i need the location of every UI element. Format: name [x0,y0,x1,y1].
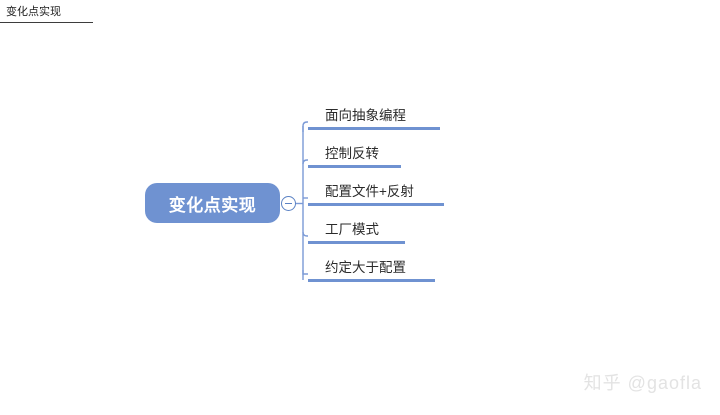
page-title: 变化点实现 [6,6,61,18]
header-bar: 变化点实现 [0,0,720,24]
mindmap-canvas[interactable]: 变化点实现 面向抽象编程 控制反转 配置文件+反射 工厂模式 约定大于配置 [0,24,720,415]
branch-label: 工厂模式 [325,222,379,237]
minus-glyph [285,202,292,204]
branch-label: 约定大于配置 [325,260,406,275]
branch-label: 配置文件+反射 [325,184,414,199]
minus-circle-icon[interactable] [281,196,296,211]
branch-underline [308,202,444,206]
root-node-label: 变化点实现 [168,195,257,215]
root-node[interactable]: 变化点实现 [145,183,280,223]
branch-connectors [296,121,308,280]
branch-underline [308,278,435,282]
watermark: 知乎 @gaofla [583,373,702,393]
branch-underline [308,126,440,130]
branch-label: 面向抽象编程 [325,108,406,123]
branch-label: 控制反转 [325,146,379,161]
branch-underline [308,240,405,244]
branch-underline [308,164,401,168]
header-divider [0,22,93,23]
